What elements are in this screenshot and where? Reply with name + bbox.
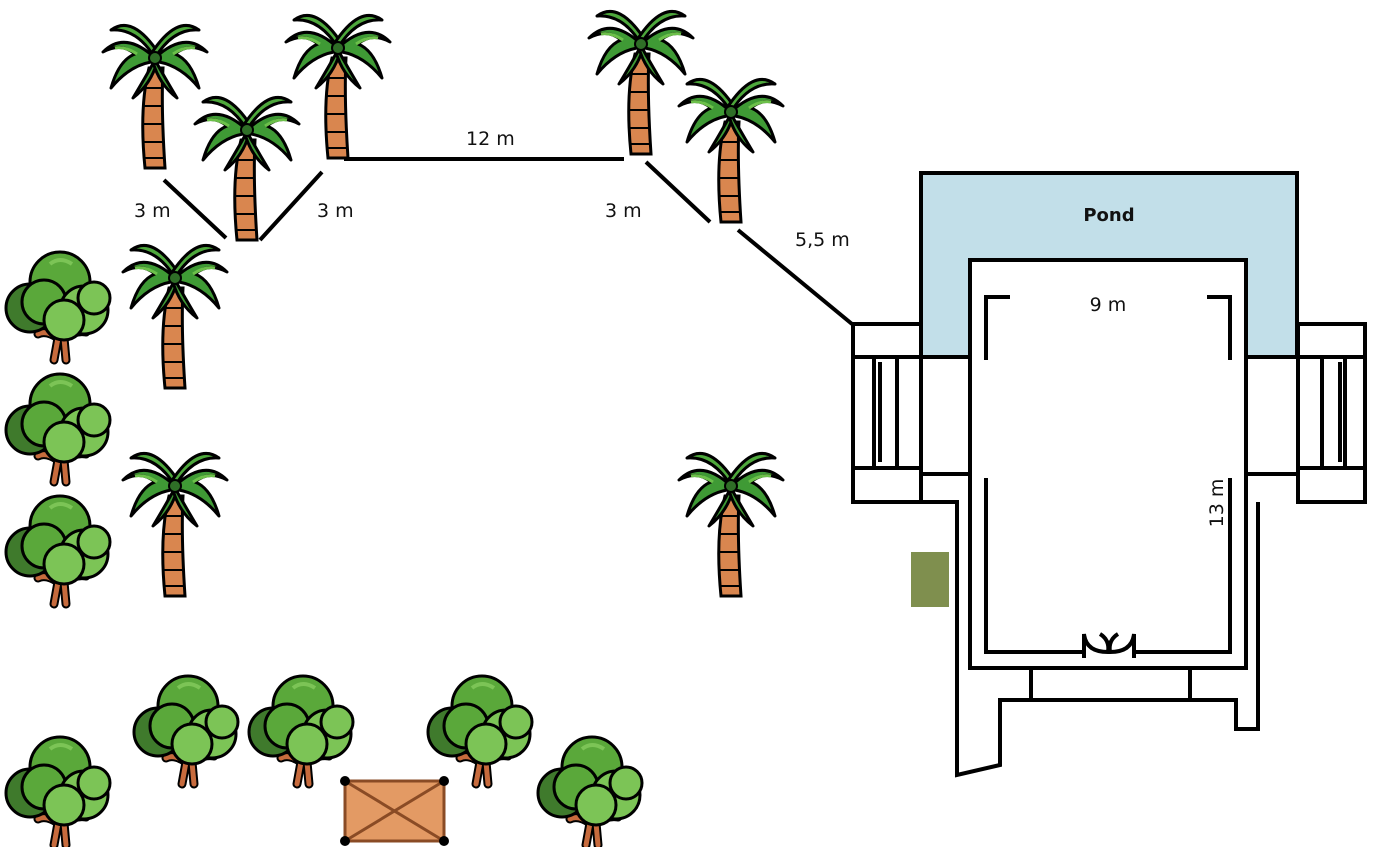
house-length-label: 13 m — [1206, 479, 1228, 528]
label-3m-left-1: 3 m — [134, 200, 171, 222]
palm-tree-icon — [121, 451, 229, 598]
bush-tree-icon — [538, 737, 642, 845]
bush-tree-icon — [428, 676, 532, 784]
right-wing — [1246, 322, 1367, 504]
bush-tree-icon — [6, 252, 110, 360]
palm-tree-icon — [677, 451, 785, 598]
bush-tree-icon — [6, 737, 110, 845]
palm-tree-icon — [193, 95, 301, 242]
line-5-5m — [736, 228, 854, 326]
pond-label: Pond — [1083, 205, 1134, 226]
palm-tree-icon — [284, 13, 392, 160]
distance-lines — [162, 157, 854, 326]
line-3m-right — [644, 160, 712, 224]
palm-tree-icon — [101, 23, 209, 170]
bush-tree-icon — [6, 374, 110, 482]
bush-tree-icon — [249, 676, 353, 784]
palm-tree-icon — [121, 243, 229, 390]
label-3m-left-2: 3 m — [317, 200, 354, 222]
house-plan: Pond — [851, 171, 1367, 778]
left-wing — [851, 322, 970, 504]
label-12m: 12 m — [466, 128, 515, 150]
palm-tree-icon — [587, 9, 695, 156]
bush-tree-icon — [6, 496, 110, 604]
label-5-5m: 5,5 m — [795, 229, 850, 251]
green-marker — [911, 552, 949, 607]
label-3m-right: 3 m — [605, 200, 642, 222]
bush-tree-icon — [134, 676, 238, 784]
inner-room — [984, 295, 1232, 658]
main-house — [968, 258, 1248, 670]
wooden-crate-icon — [340, 776, 449, 846]
line-3m-left-b — [258, 170, 324, 242]
line-3m-left-a — [162, 178, 228, 240]
house-width-label: 9 m — [1090, 294, 1127, 316]
palm-tree-icon — [677, 77, 785, 224]
